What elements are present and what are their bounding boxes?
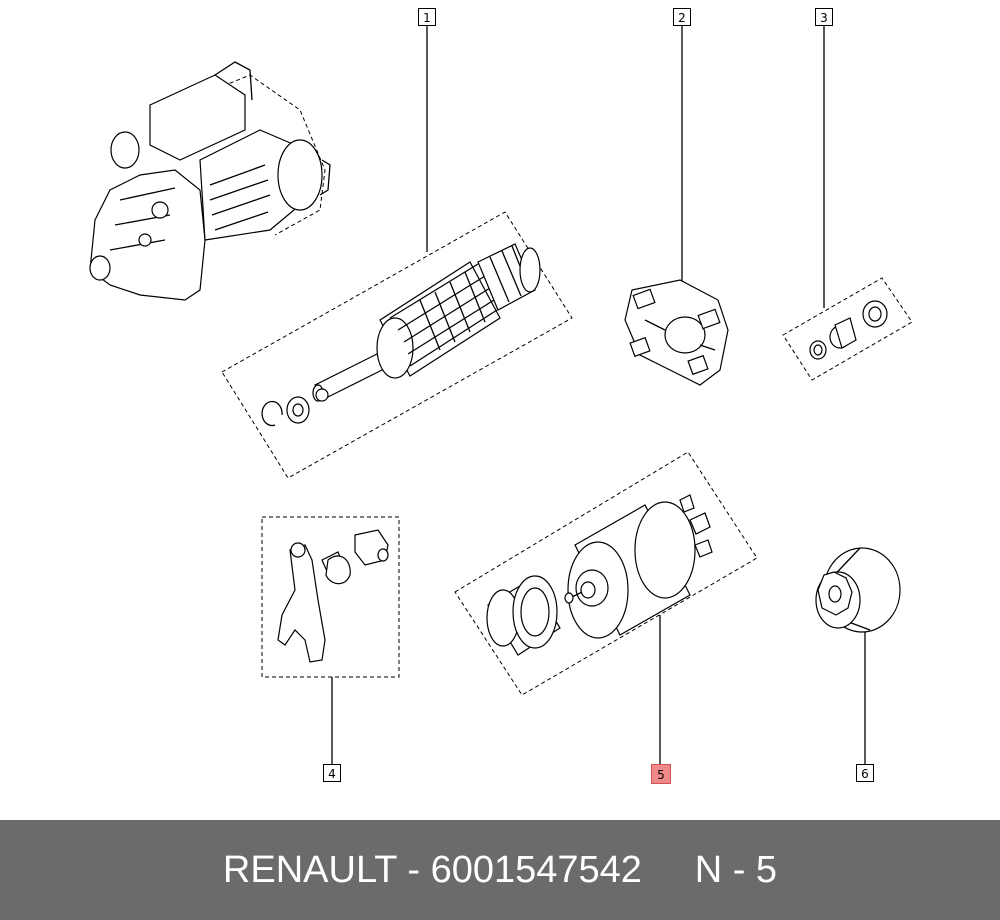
armature-group xyxy=(221,26,573,479)
pinion-drive-drawing xyxy=(815,547,901,764)
callout-4: 4 xyxy=(323,764,341,782)
solenoid-switch-drawing xyxy=(454,451,758,764)
position-label: N - 5 xyxy=(694,848,778,891)
brand-name: RENAULT xyxy=(222,848,397,891)
fork-lever-set-drawing xyxy=(261,516,400,764)
callout-6: 6 xyxy=(856,764,874,782)
caption-gap xyxy=(642,849,695,891)
exploded-parts-diagram xyxy=(89,26,913,764)
part-number: 6001547542 xyxy=(430,848,642,891)
bushing-set-drawing xyxy=(782,26,913,381)
footer-bar: RENAULT - 6001547542 N - 5 xyxy=(0,820,1000,920)
callout-3: 3 xyxy=(815,8,833,26)
starter-motor-assembly-drawing xyxy=(89,61,331,301)
callout-2: 2 xyxy=(673,8,691,26)
callout-1: 1 xyxy=(418,8,436,26)
callout-5-highlighted: 5 xyxy=(651,764,671,784)
brush-holder-drawing xyxy=(624,26,729,386)
separator: - xyxy=(396,848,431,891)
footer-caption: RENAULT - 6001547542 N - 5 xyxy=(223,849,777,892)
